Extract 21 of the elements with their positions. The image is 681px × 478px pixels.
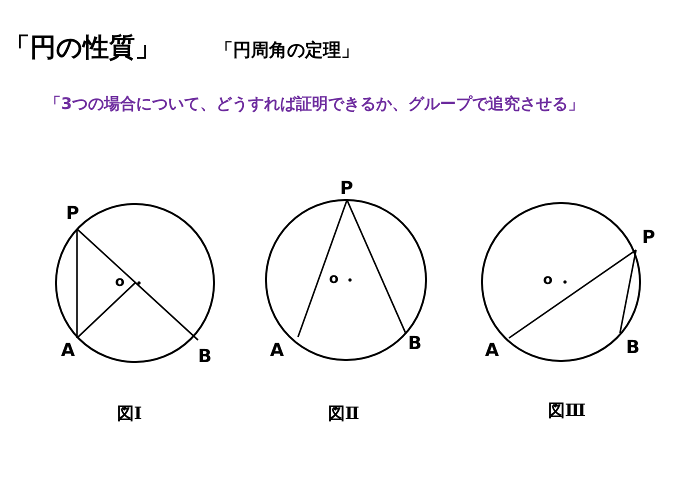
circle-drawing	[54, 202, 216, 364]
subtitle: 「円周角の定理」	[215, 39, 359, 62]
circle-drawing	[264, 198, 428, 362]
point-label: P	[642, 227, 656, 248]
figure-caption: 図Ⅲ	[548, 400, 586, 422]
point-label: A	[61, 340, 75, 361]
instruction-text: 「3つの場合について、どうすれば証明できるか、グループで追究させる」	[45, 93, 586, 115]
point-label: A	[485, 340, 499, 361]
point-label: P	[340, 178, 354, 199]
figure-caption: 図Ⅱ	[328, 403, 360, 425]
point-label: o	[543, 272, 553, 288]
point-label: o	[329, 271, 339, 287]
point-label: A	[270, 340, 284, 361]
point-label: o	[115, 274, 125, 290]
point-label: B	[626, 337, 640, 358]
circle-drawing	[480, 201, 642, 363]
point-label: B	[408, 333, 422, 354]
figure-caption: 図Ⅰ	[117, 403, 142, 425]
point-label: P	[66, 203, 80, 224]
point-label: B	[198, 346, 212, 367]
title: 「円の性質」	[4, 32, 161, 65]
